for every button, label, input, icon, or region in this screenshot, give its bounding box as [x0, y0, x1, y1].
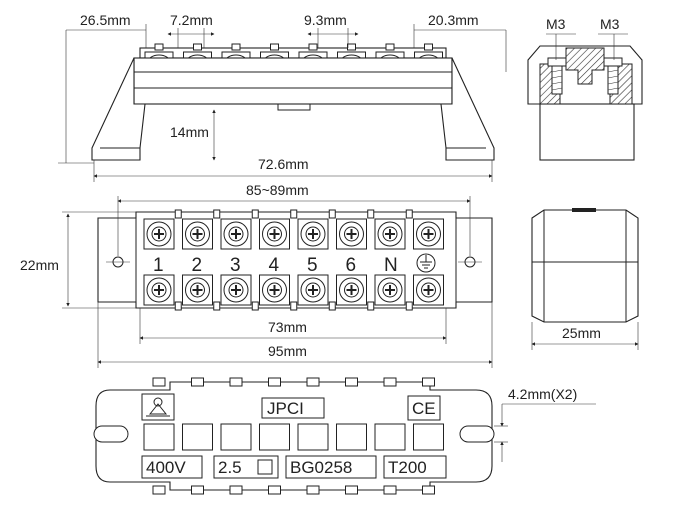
terminal-label: N — [384, 255, 398, 276]
dim-height: 14mm — [170, 124, 209, 140]
front-left-leg — [91, 57, 146, 161]
dim-overall-width: 95mm — [268, 343, 307, 359]
bottom-cell — [182, 423, 213, 451]
terminal-column — [182, 209, 221, 311]
terminal-column — [143, 209, 182, 311]
square-symbol — [257, 459, 273, 475]
bottom-cell — [297, 423, 329, 451]
side-screw-right — [603, 57, 623, 95]
dim-depth: 25mm — [562, 325, 601, 341]
slot-right — [459, 425, 495, 443]
end-view: 25mm — [531, 208, 639, 350]
front-right-leg — [440, 57, 495, 161]
front-view: 26.5mm 7.2mm 9.3mm 20.3mm 14mm 72.6mm — [58, 12, 507, 182]
terminal-label: 4 — [269, 255, 280, 276]
bottom-view: JPCI CE 400V 2.5 BG0258 T200 4.2mm(X2) — [93, 377, 596, 495]
dim-pitch: 7.2mm — [170, 12, 213, 28]
bottom-cell — [374, 423, 406, 451]
dim-overall-range: 85~89mm — [246, 182, 309, 198]
temp-rating-label: T200 — [388, 458, 427, 477]
side-screw-left-label: M3 — [546, 16, 566, 32]
dim-screw-spacing: 9.3mm — [304, 12, 347, 28]
terminal-label: 6 — [346, 255, 357, 276]
terminal-label: 2 — [192, 255, 203, 276]
cross-section-label: 2.5 — [218, 458, 242, 477]
dim-terminal-row: 73mm — [268, 319, 307, 335]
terminal-column — [336, 209, 375, 311]
dim-top-height: 22mm — [20, 257, 59, 273]
voltage-label: 400V — [146, 458, 186, 477]
terminal-column — [220, 209, 259, 311]
bottom-cell — [143, 423, 175, 451]
model-label: BG0258 — [290, 458, 352, 477]
terminal-column — [413, 218, 444, 306]
laboratory-logo-icon — [141, 393, 175, 421]
front-main-body — [133, 57, 453, 105]
side-view: M3 M3 — [527, 16, 643, 161]
terminal-column — [297, 209, 336, 311]
bottom-cell — [336, 423, 367, 451]
side-screw-left — [547, 57, 567, 95]
terminal-label: 5 — [307, 255, 318, 276]
dim-end-offset: 20.3mm — [428, 12, 479, 28]
ce-mark: CE — [412, 399, 436, 418]
bottom-cell — [220, 423, 252, 451]
dim-edge-offset: 26.5mm — [80, 12, 131, 28]
terminal-column — [374, 209, 413, 311]
terminal-label: 1 — [153, 255, 164, 276]
brand-label: JPCI — [267, 399, 304, 418]
dim-mount-hole: 4.2mm(X2) — [508, 386, 577, 402]
top-view: 1 2 3 4 5 6 N 85~89mm 22mm 73mm 95mm — [20, 182, 493, 368]
bottom-cell — [259, 423, 290, 451]
earth-ground-icon — [416, 253, 436, 273]
terminal-column — [259, 209, 298, 311]
side-screw-right-label: M3 — [600, 16, 620, 32]
bottom-cell — [413, 423, 444, 451]
slot-left — [93, 425, 129, 443]
dim-mount-width: 72.6mm — [258, 156, 309, 172]
terminal-label: 3 — [230, 255, 241, 276]
